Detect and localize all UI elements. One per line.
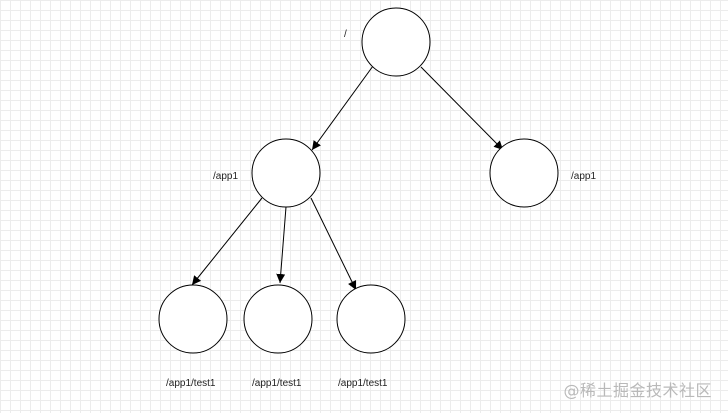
- node-label-root: /: [344, 29, 347, 40]
- tree-node-test1-a: [158, 284, 228, 354]
- node-label-app1-right: /app1: [571, 171, 596, 182]
- tree-node-test1-c: [336, 284, 406, 354]
- node-label-test1-a: /app1/test1: [166, 378, 216, 389]
- node-label-test1-c: /app1/test1: [338, 378, 388, 389]
- tree-node-root: [361, 7, 431, 77]
- edge-root-to-app1-right: [420, 66, 504, 151]
- node-label-app1-left: /app1: [213, 171, 238, 182]
- edge-app1-left-to-test1-c: [310, 197, 357, 291]
- tree-node-app1-left: [251, 138, 321, 208]
- tree-node-app1-right: [489, 138, 559, 208]
- node-label-test1-b: /app1/test1: [252, 378, 302, 389]
- watermark-text: @稀土掘金技术社区: [563, 381, 712, 400]
- edge-root-to-app1-left: [311, 65, 374, 151]
- tree-node-test1-b: [243, 284, 313, 354]
- edge-app1-left-to-test1-a: [191, 197, 263, 286]
- edge-app1-left-to-test1-b: [276, 206, 287, 284]
